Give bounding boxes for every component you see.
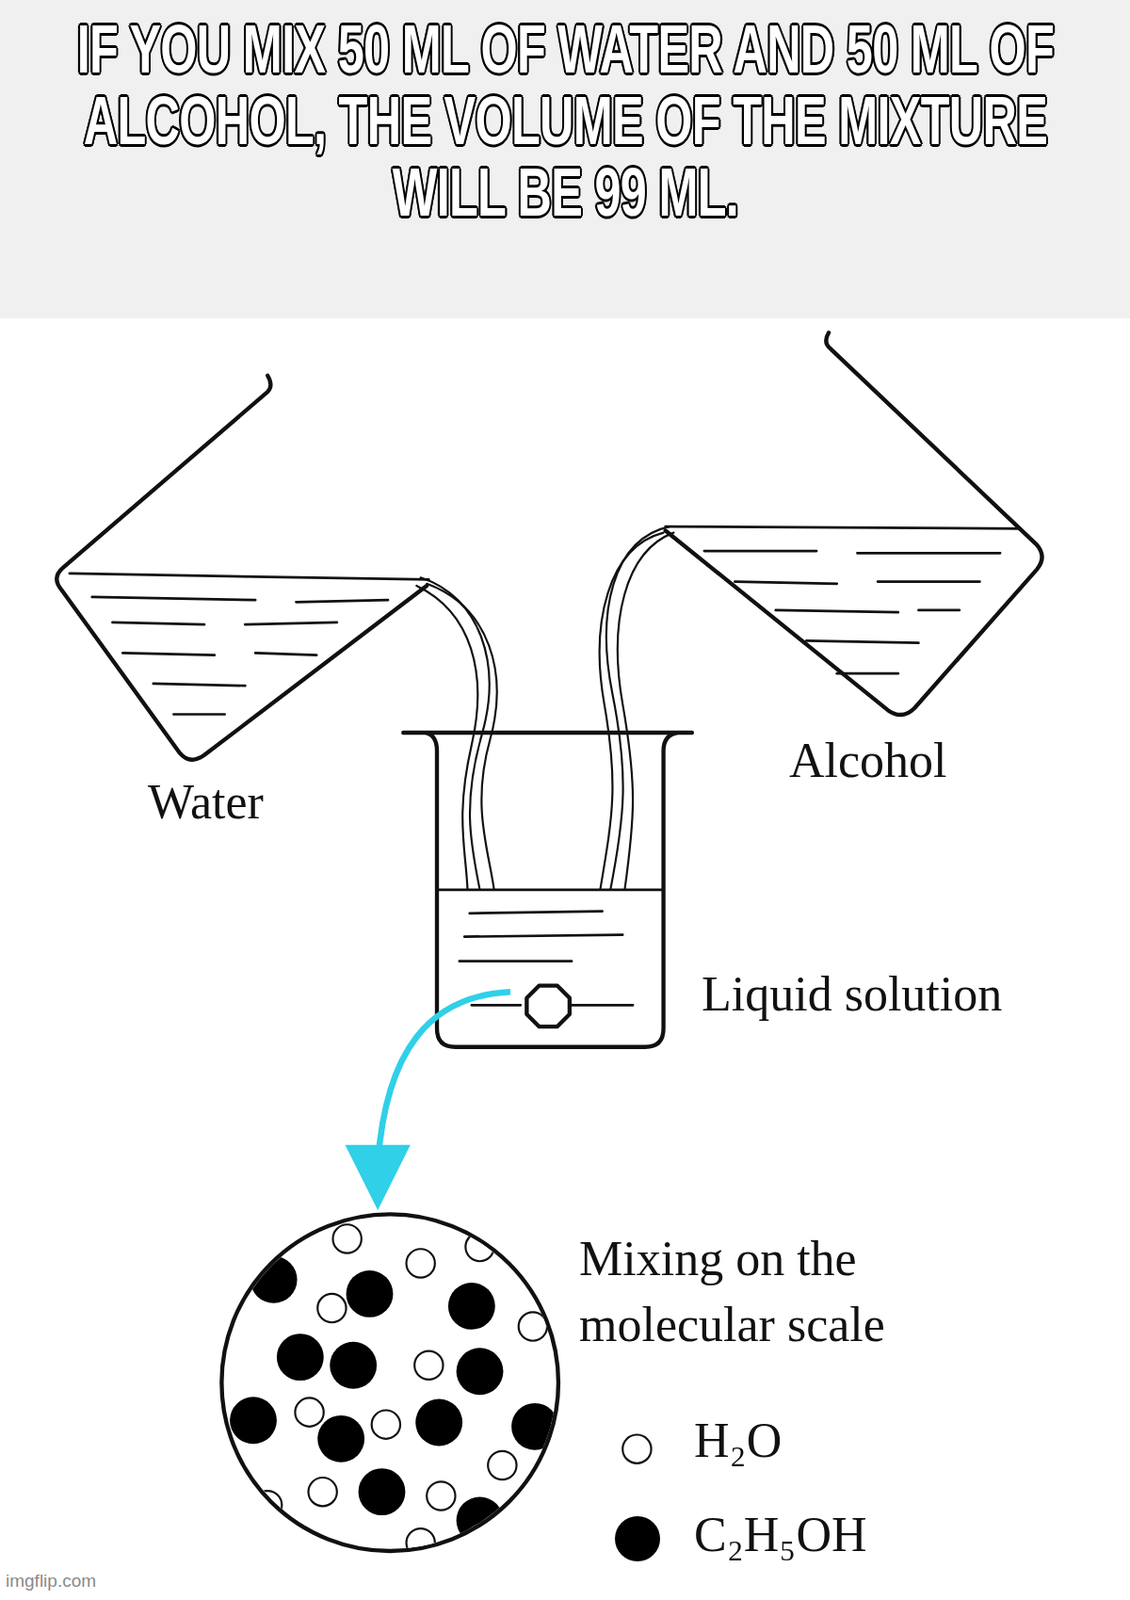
mixing-beaker: [403, 732, 693, 1048]
beaker-label: Water: [147, 774, 264, 831]
beaker-label: Alcohol: [789, 732, 948, 790]
alcohol-beaker: [665, 332, 1043, 715]
molecules: [229, 1224, 559, 1557]
water-beaker: [56, 375, 427, 760]
legend-text: C₂H₅OH: [694, 1506, 868, 1564]
alcohol-surface: [665, 526, 1021, 674]
water-surface: [69, 573, 429, 715]
meme-caption: IF YOU MIX 50 ML OF WATER AND 50 ML OF A…: [23, 13, 1107, 228]
solution-label: Liquid solution: [701, 966, 1002, 1023]
legend-swatch: [614, 1516, 661, 1562]
watermark: imgflip.com: [5, 1570, 97, 1592]
zoom-label: Mixing on the molecular scale: [579, 1226, 985, 1358]
zoom-circle: [221, 1213, 559, 1551]
sample-marker: [526, 985, 570, 1027]
legend-sample: [622, 1434, 651, 1463]
zoom-arrow: [377, 991, 511, 1163]
legend-text: H₂O: [694, 1412, 782, 1469]
arrow-head: [344, 1145, 410, 1211]
